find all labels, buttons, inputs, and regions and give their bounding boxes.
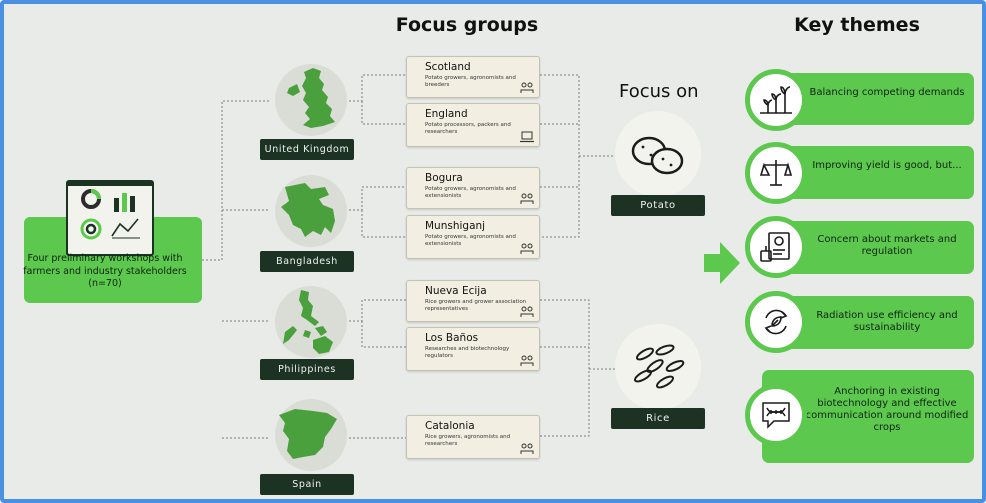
group-card-munshiganj: Munshiganj Potato growers, agronomists a… [406,215,540,259]
theme-text-5: Anchoring in existing biotechnology and … [805,386,969,433]
dna-speech-icon [762,402,790,429]
spain-map-icon [279,409,337,459]
theme-circle-4 [745,291,807,353]
group-name: Munshiganj [425,220,486,232]
group-description: Potato processors, packers and researche… [425,122,511,135]
group-card-catalonia: Catalonia Rice growers, agronomists and … [406,415,540,459]
rice-circle [615,324,701,410]
group-card-los-banos: Los Baños Researches and biotechnology r… [406,327,540,371]
right-arrow-icon [704,242,740,284]
group-name: Catalonia [425,420,475,432]
country-tag-philippines: Philippines [260,359,354,380]
sprouts-icon [760,86,792,114]
group-description: Potato growers, agronomists and extensio… [425,186,516,199]
focus-on-label: Focus on [619,81,699,102]
potato-icon [631,136,684,175]
cycle-leaf-icon [764,309,788,335]
people-icon [520,306,534,317]
people-icon [520,193,534,204]
people-icon [520,443,534,454]
theme-text-1: Balancing competing demands [809,87,965,98]
group-description: Rice growers, agronomists and researcher… [425,434,511,447]
workshop-description: Four preliminary workshops with farmers … [23,253,187,289]
theme-text-2: Improving yield is good, but... [812,160,962,171]
spain-circle [275,399,347,471]
philippines-map-icon [283,290,333,354]
theme-circle-2 [745,142,807,204]
bangladesh-map-icon [281,183,335,237]
group-description: Potato growers, agronomists and breeders [425,75,516,88]
bangladesh-circle [275,175,347,247]
focus-groups-heading: Focus groups [395,14,539,36]
dashboard-icon [66,180,154,256]
uk-map-icon [287,68,335,128]
people-icon [520,82,534,93]
philippines-circle [275,286,347,358]
theme-circle-1 [745,69,807,131]
group-card-bogura: Bogura Potato growers, agronomists and e… [406,167,540,209]
group-name: Nueva Ecija [425,285,487,297]
crop-tag-rice: Rice [611,408,705,429]
country-tag-uk: United Kingdom [260,139,354,160]
country-tag-bangladesh: Bangladesh [260,251,354,272]
key-themes-heading: Key themes [794,14,920,36]
connector-lines [202,74,616,439]
people-icon [520,355,534,366]
group-card-england: England Potato processors, packers and r… [406,103,540,147]
theme-circle-3 [745,216,807,278]
group-description: Potato growers, agronomists and extensio… [425,234,516,247]
certificate-icon [760,232,790,262]
group-name: England [425,108,468,120]
crop-tag-potato: Potato [611,195,705,216]
laptop-icon [520,131,534,143]
theme-circle-5 [745,384,807,446]
group-description: Researches and biotechnology regulators [425,346,510,359]
group-name: Los Baños [425,332,479,344]
rice-grains-icon [634,344,685,389]
theme-text-3: Concern about markets and regulation [817,234,957,257]
group-description: Rice growers and grower association repr… [425,299,527,312]
theme-text-4: Radiation use efficiency and sustainabil… [816,310,958,333]
people-icon [520,243,534,254]
group-card-scotland: Scotland Potato growers, agronomists and… [406,56,540,98]
group-name: Scotland [425,61,471,73]
group-card-nueva-ecija: Nueva Ecija Rice growers and grower asso… [406,280,540,322]
country-tag-spain: Spain [260,474,354,495]
group-name: Bogura [425,172,463,184]
potato-circle [615,111,701,197]
scales-icon [760,160,792,186]
uk-circle [275,64,347,136]
